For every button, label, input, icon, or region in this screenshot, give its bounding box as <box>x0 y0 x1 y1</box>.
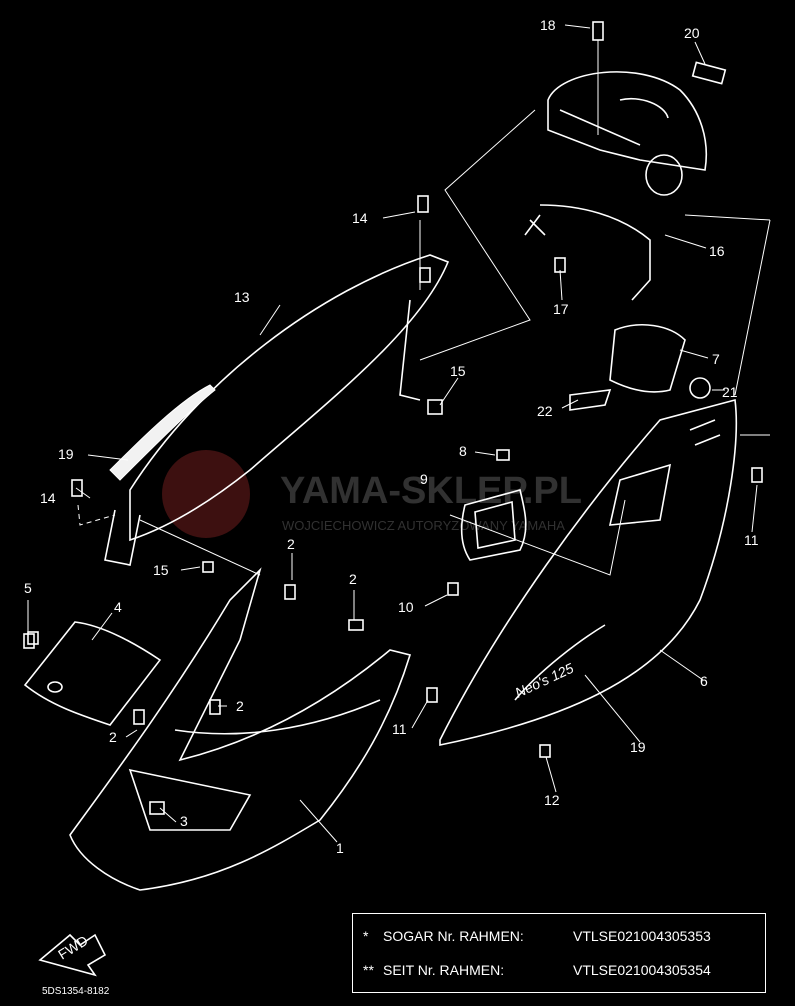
center-lower-cover <box>69 567 412 891</box>
rear-carrier <box>460 324 711 561</box>
callout-19: 19 <box>630 739 646 755</box>
callout-labels: 1 2 2 2 2 3 4 5 6 7 8 9 10 11 11 12 13 1… <box>24 17 759 856</box>
frame-value: VTLSE021004305353 <box>573 928 711 944</box>
callout-7: 7 <box>712 351 720 367</box>
callout-14: 14 <box>40 490 56 506</box>
access-panel <box>23 621 162 726</box>
callout-2: 2 <box>109 729 117 745</box>
callout-leaders <box>27 24 758 843</box>
right-side-cover: Neo's 125 <box>439 398 737 746</box>
frame-row-seit: ** SEIT Nr. RAHMEN: VTLSE021004305354 <box>363 962 711 978</box>
left-side-rail <box>104 254 450 573</box>
callout-14: 14 <box>352 210 368 226</box>
callout-11: 11 <box>392 721 407 737</box>
callout-21: 21 <box>722 384 738 400</box>
callout-13: 13 <box>234 289 250 305</box>
callout-12: 12 <box>544 792 560 808</box>
frame-value: VTLSE021004305354 <box>573 962 711 978</box>
callout-15: 15 <box>153 562 169 578</box>
frame-label: SOGAR Nr. RAHMEN: <box>383 928 524 944</box>
callout-16: 16 <box>709 243 725 259</box>
callout-9: 9 <box>420 471 428 487</box>
callout-17: 17 <box>553 301 569 317</box>
frame-mark: ** <box>363 962 374 978</box>
callout-10: 10 <box>398 599 414 615</box>
callout-2: 2 <box>287 536 295 552</box>
callout-19: 19 <box>58 446 74 462</box>
fasteners <box>23 195 763 758</box>
callout-20: 20 <box>684 25 700 41</box>
watermark: YAMA-SKLEP.PL WOJCIECHOWICZ AUTORYZOWANY… <box>162 450 582 538</box>
fwd-arrow-icon: FWD <box>38 932 107 977</box>
frame-number-box: * SOGAR Nr. RAHMEN: VTLSE021004305353 ** SE… <box>352 913 766 993</box>
callout-2: 2 <box>236 698 244 714</box>
callout-6: 6 <box>700 673 708 689</box>
callout-22: 22 <box>537 403 553 419</box>
callout-5: 5 <box>24 580 32 596</box>
callout-3: 3 <box>180 813 188 829</box>
frame-label: SEIT Nr. RAHMEN: <box>383 962 505 978</box>
frame-row-sogar: * SOGAR Nr. RAHMEN: VTLSE021004305353 <box>363 928 711 944</box>
callout-2: 2 <box>349 571 357 587</box>
fwd-label: FWD <box>55 932 91 962</box>
watermark-subtitle: WOJCIECHOWICZ AUTORYZOWANY YAMAHA <box>282 518 565 533</box>
callout-15: 15 <box>450 363 466 379</box>
left-stripe-decal <box>109 384 216 481</box>
callout-11: 11 <box>744 532 759 548</box>
watermark-logo-icon <box>162 450 250 538</box>
diagram-code: 5DS1354-8182 <box>42 986 110 997</box>
side-cover-lettering: Neo's 125 <box>513 660 577 701</box>
callout-8: 8 <box>459 443 467 459</box>
callout-18: 18 <box>540 17 556 33</box>
watermark-title: YAMA-SKLEP.PL <box>280 470 582 512</box>
frame-mark: * <box>363 928 369 944</box>
callout-4: 4 <box>114 599 122 615</box>
rear-top-cover <box>524 21 727 301</box>
callout-1: 1 <box>336 840 344 856</box>
